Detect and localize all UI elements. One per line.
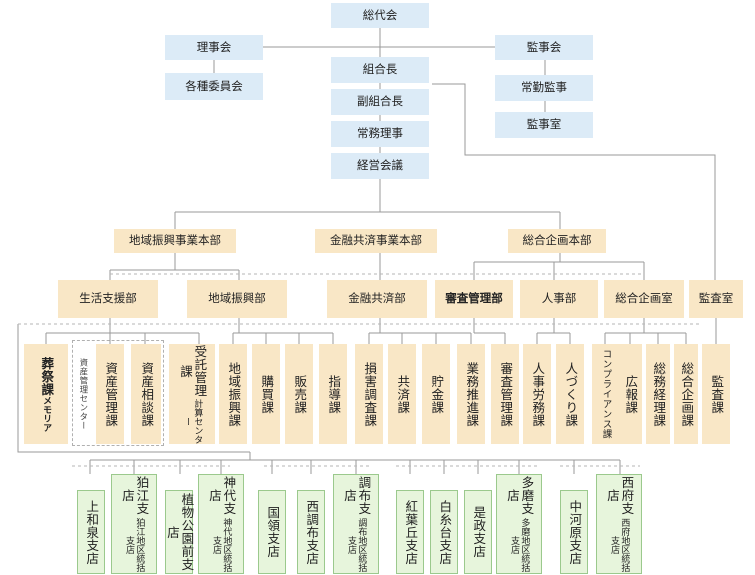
branch-nishichofu: 西調布支店 — [297, 490, 325, 574]
dept-finance-mutual-aid: 金融共済部 — [327, 280, 427, 318]
branch-komae: 狛江支店 狛江地区統括支店 — [111, 474, 157, 574]
dept-general-planning-office: 総合企画室 — [604, 280, 684, 318]
section-purchasing: 購買課 — [252, 344, 280, 444]
hq-general-planning: 総合企画本部 — [508, 229, 606, 253]
asset-center-note: 資産管理センター — [77, 358, 88, 430]
section-regional-promotion: 地域振興課 — [219, 344, 247, 444]
dept-review-management: 審査管理部 — [435, 280, 513, 318]
branch-nakagawara: 中河原支店 — [560, 490, 588, 574]
branch-kokuryo: 国領支店 — [258, 490, 286, 574]
section-business-promotion: 業務推進課 — [457, 344, 485, 444]
managing-director-box: 常務理事 — [331, 121, 429, 147]
section-audit: 監査課 — [702, 344, 730, 444]
branch-tama: 多磨支店 多磨地区統括支店 — [496, 474, 542, 574]
section-general-planning: 総合企画課 — [674, 344, 698, 444]
general-assembly-box: 総代会 — [331, 3, 429, 28]
section-asset-mgmt: 資産管理課 — [96, 344, 124, 444]
board-box: 理事会 — [165, 35, 263, 60]
section-compliance: コンプライアンス課 — [592, 344, 618, 444]
president-box: 組合長 — [331, 57, 429, 83]
section-mutual-aid: 共済課 — [388, 344, 416, 444]
section-trust-mgmt: 受託管理課 計算センター — [169, 344, 215, 444]
hq-finance-mutual-aid: 金融共済事業本部 — [315, 229, 437, 253]
section-funeral: 葬祭課 メモリア — [24, 344, 68, 444]
dept-life-support: 生活支援部 — [58, 280, 158, 318]
dept-regional-promotion: 地域振興部 — [187, 280, 287, 318]
section-general-accounting: 総務経理課 — [646, 344, 670, 444]
hq-regional-promotion: 地域振興事業本部 — [114, 229, 236, 253]
section-sales: 販売課 — [285, 344, 313, 444]
vice-president-box: 副組合長 — [331, 89, 429, 115]
committees-box: 各種委員会 — [165, 73, 263, 100]
section-asset-consult: 資産相談課 — [131, 344, 161, 444]
branch-shiroitodai: 白糸台支店 — [430, 490, 458, 574]
branch-momijigaoka: 紅葉丘支店 — [396, 490, 424, 574]
section-people-development: 人づくり課 — [556, 344, 584, 444]
asset-center-group — [72, 340, 164, 446]
section-guidance: 指導課 — [319, 344, 347, 444]
full-time-auditor-box: 常勤監事 — [495, 75, 593, 101]
dept-audit-office: 監査室 — [689, 280, 743, 318]
branch-chofu: 調布支店 調布地区統括支店 — [333, 474, 379, 574]
branch-nishifu: 西府支店 西府地区統括支店 — [596, 474, 642, 574]
section-damage-survey: 損害調査課 — [355, 344, 383, 444]
branch-jindai: 神代支店 神代地区統括支店 — [198, 474, 244, 574]
branch-shokubutsu-koenmae: 植物公園前支店 — [165, 490, 194, 574]
section-savings: 貯金課 — [422, 344, 450, 444]
branch-koremasa: 是政支店 — [464, 490, 492, 574]
section-public-relations: 広報課 — [618, 344, 642, 444]
auditors-box: 監事会 — [495, 35, 593, 60]
dept-human-resources: 人事部 — [520, 280, 598, 318]
auditor-office-box: 監事室 — [495, 112, 593, 138]
branch-kamiwaizumi: 上和泉支店 — [77, 490, 105, 574]
management-meeting-box: 経営会議 — [331, 153, 429, 179]
section-personnel-labor: 人事労務課 — [523, 344, 551, 444]
section-review-management: 審査管理課 — [491, 344, 519, 444]
